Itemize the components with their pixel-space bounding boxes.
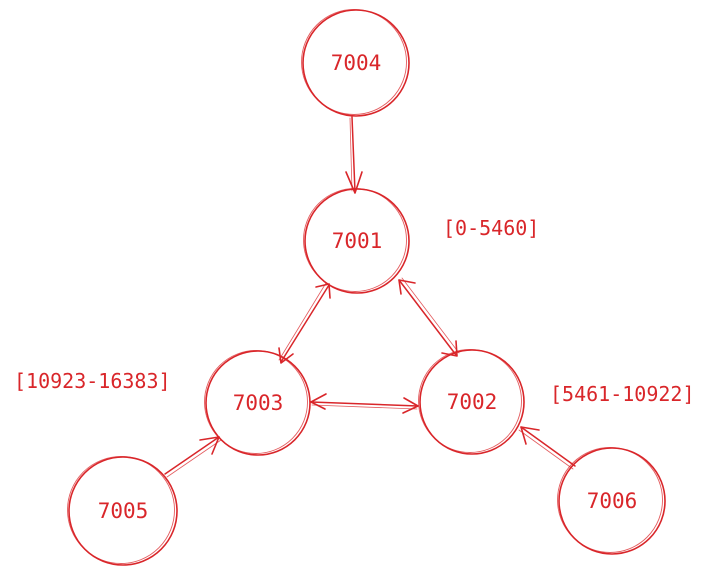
edge-7001-7003 (278, 282, 331, 364)
edge-7001-7002 (398, 277, 460, 357)
node-label: 7005 (98, 499, 149, 523)
node-label: 7006 (587, 489, 638, 513)
node-7001: 7001 (303, 188, 410, 294)
edge-7004-7001 (345, 116, 363, 194)
range-label-7002: [5461-10922] (550, 382, 695, 406)
node-7005: 7005 (67, 456, 178, 566)
node-label: 7003 (233, 391, 284, 415)
node-7004: 7004 (301, 9, 410, 117)
node-7003: 7003 (204, 350, 311, 456)
range-label-7001: [0-5460] (443, 216, 539, 240)
node-label: 7001 (332, 229, 383, 253)
node-7002: 7002 (418, 349, 525, 455)
edge-7003-7002 (310, 393, 419, 414)
edge-7006-7002 (518, 426, 576, 470)
edge-7005-7003 (164, 436, 222, 478)
node-label: 7004 (331, 51, 382, 75)
edges (164, 116, 576, 478)
node-label: 7002 (447, 390, 498, 414)
node-7006: 7006 (557, 447, 666, 555)
range-label-7003: [10923-16383] (14, 369, 171, 393)
